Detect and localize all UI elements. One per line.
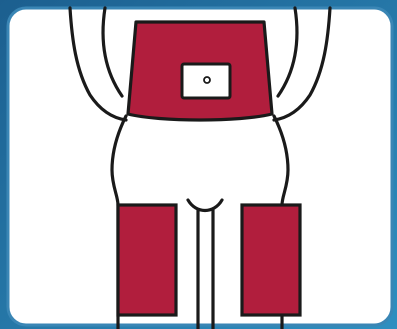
right-thigh-zone: [242, 205, 300, 315]
injection-patch-icon: [182, 64, 230, 98]
left-thigh-zone: [118, 205, 176, 315]
